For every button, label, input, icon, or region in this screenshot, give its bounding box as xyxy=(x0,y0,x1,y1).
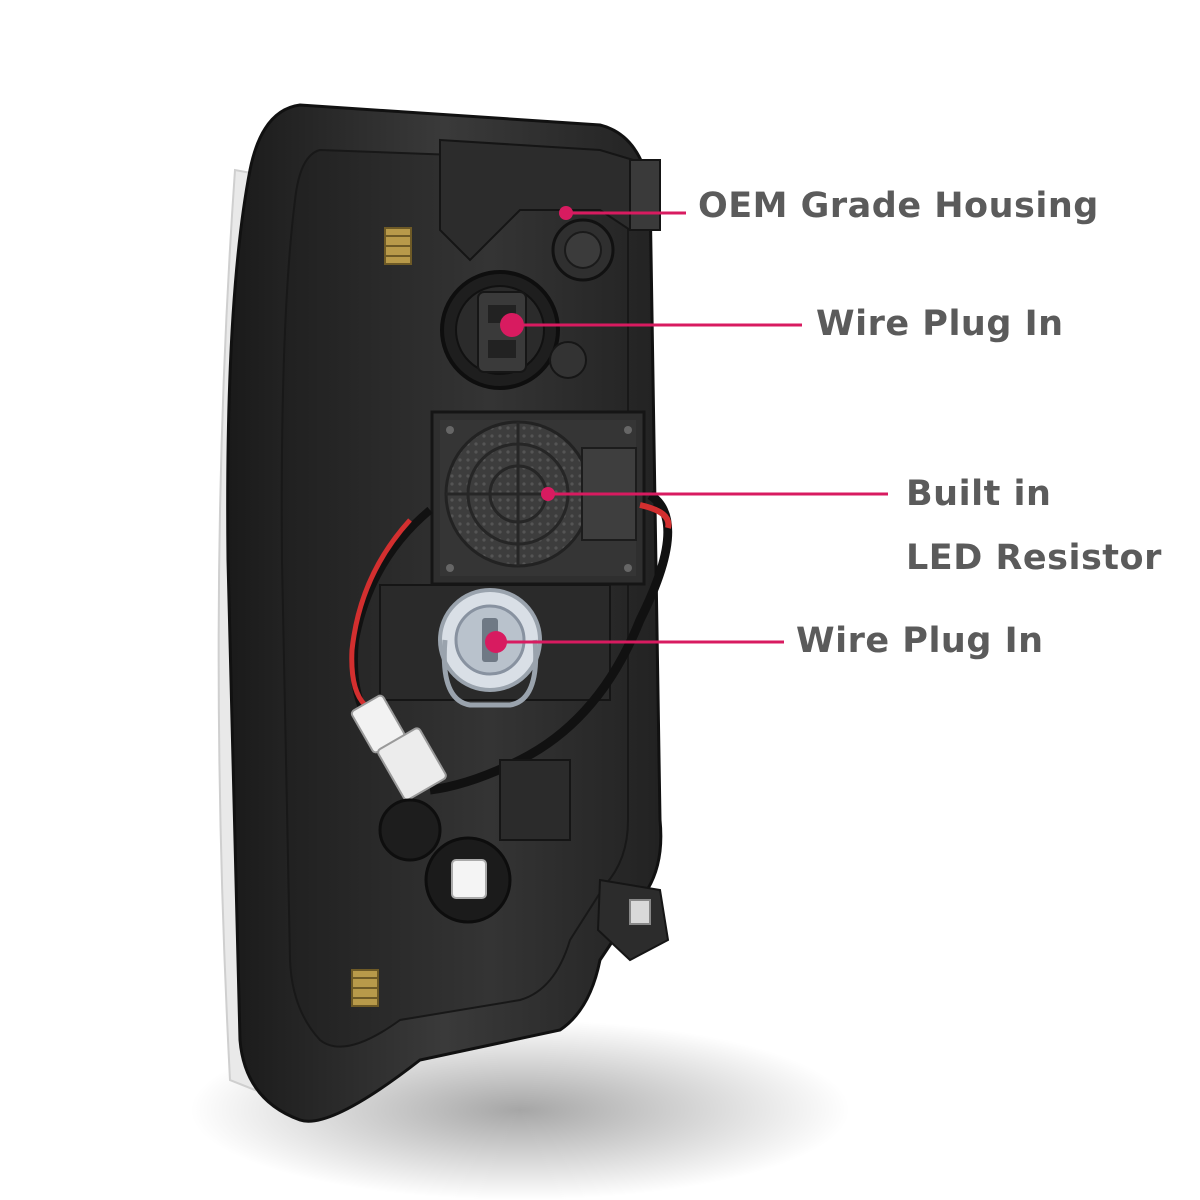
upper-plug-socket xyxy=(440,270,587,390)
callout-pointers xyxy=(485,206,888,653)
mounting-stud-bottom xyxy=(351,969,379,1007)
pointer-wire-plug-in-top xyxy=(500,313,802,337)
label-wire-plug-in-top: Wire Plug In xyxy=(816,304,1064,344)
pointer-oem-grade-housing xyxy=(559,206,686,220)
pointer-wire-plug-in-bottom xyxy=(485,631,784,653)
pointer-built-in-led-resistor xyxy=(541,487,888,501)
bottom-square-socket xyxy=(424,836,512,924)
upper-bracket xyxy=(439,138,657,262)
bottom-round-port xyxy=(378,798,442,862)
white-connector xyxy=(350,694,447,801)
label-built-in-led-resistor: Built in LED Resistor xyxy=(906,462,1162,590)
mounting-stud-top xyxy=(384,227,412,265)
label-led-resistor-line-2: LED Resistor xyxy=(906,538,1162,578)
bottom-label-plate xyxy=(499,759,571,841)
led-resistor-module xyxy=(430,410,646,586)
label-built-in-line-1: Built in xyxy=(906,474,1052,514)
label-oem-grade-housing: OEM Grade Housing xyxy=(698,186,1099,226)
label-wire-plug-in-bottom: Wire Plug In xyxy=(796,621,1044,661)
wire-black xyxy=(429,491,673,795)
wire-red-2 xyxy=(349,518,412,707)
wire-red xyxy=(639,502,672,529)
